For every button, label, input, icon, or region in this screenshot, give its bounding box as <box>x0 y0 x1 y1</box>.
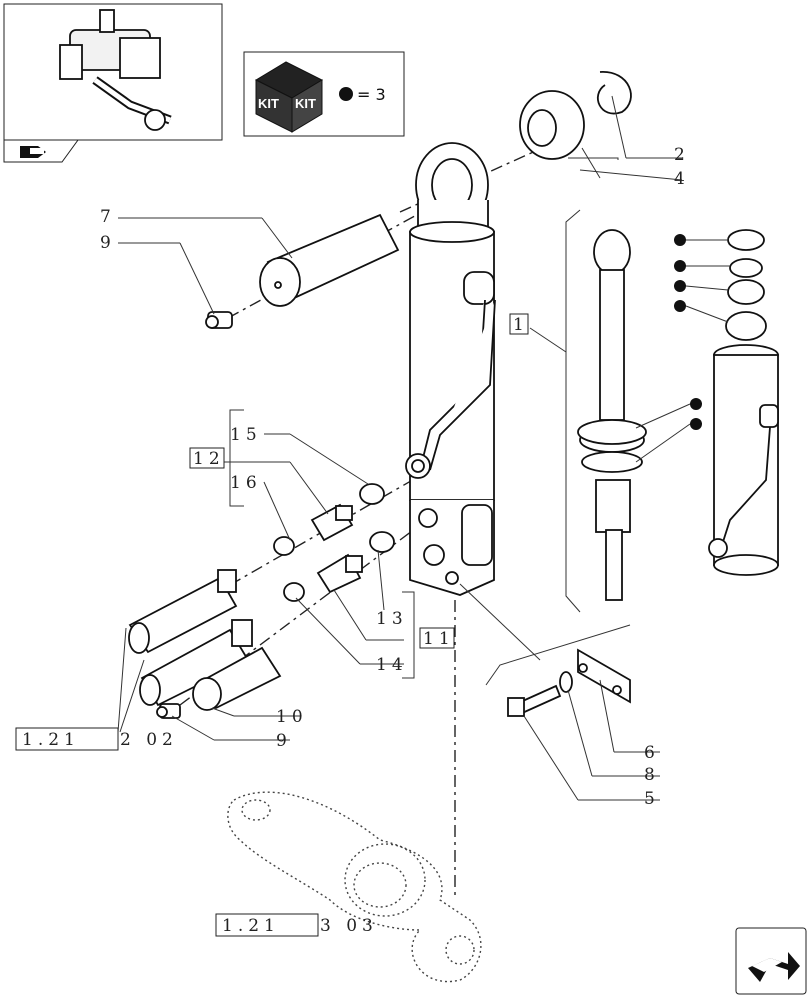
pin-part-10[interactable] <box>192 646 282 711</box>
reference-labels: 2 4 7 9 1 15 12 16 13 11 14 10 9 6 8 5 <box>100 145 690 809</box>
upper-port-axis-line <box>229 469 431 586</box>
ref-4-label: 4 <box>674 169 690 189</box>
cylinder-barrel[interactable] <box>708 344 779 576</box>
bolt-group-bracket <box>485 624 631 686</box>
cross-ref-b-suffix: 3 03 <box>320 916 378 936</box>
bullet-dot-icon <box>674 234 686 246</box>
piston-rod-assembly[interactable] <box>579 229 645 601</box>
cross-ref-hoses[interactable]: 1.21 2 02 <box>15 727 178 751</box>
previous-page-icon[interactable] <box>3 139 79 163</box>
cross-ref-a-suffix: 2 02 <box>120 730 178 750</box>
grease-nipple-part-9-bottom[interactable] <box>156 703 181 719</box>
seal-ring-1[interactable] <box>577 419 647 445</box>
bullet-dot-icon <box>674 260 686 272</box>
circlip-part-2[interactable] <box>596 71 632 115</box>
pin-part-7[interactable] <box>259 213 400 307</box>
washer-part-13[interactable] <box>369 531 395 553</box>
ref-12-label: 12 <box>193 449 225 469</box>
washer-part-15[interactable] <box>359 483 385 505</box>
kit-seal-4[interactable] <box>725 311 767 341</box>
lift-arm-reference <box>227 791 482 983</box>
ref-1-leader <box>529 327 567 353</box>
cross-ref-a-box <box>15 727 119 751</box>
hydraulic-hose-upper[interactable] <box>128 569 238 654</box>
ref-16-label: 16 <box>230 473 262 493</box>
ref-1-label: 1 <box>513 315 529 335</box>
ref-13-label: 13 <box>376 609 408 629</box>
kit-word-1: KIT <box>258 96 279 111</box>
ref-5-label: 5 <box>644 789 660 809</box>
ref-9-bottom-label: 9 <box>276 731 292 751</box>
ref-8-label: 8 <box>644 765 660 785</box>
assembly-thumbnail-icon <box>59 9 172 131</box>
next-page-icon[interactable] <box>735 927 807 995</box>
kit-seal-3[interactable] <box>727 279 765 305</box>
ref-7-label: 7 <box>100 207 116 227</box>
kit-seal-2[interactable] <box>729 258 763 278</box>
washer-part-8[interactable] <box>559 671 573 693</box>
thumbnail-panel[interactable] <box>3 3 223 141</box>
kit-legend: KIT KIT = 3 <box>243 51 405 137</box>
kit-word-2: KIT <box>295 96 316 111</box>
cross-ref-lift-arm[interactable]: 1.21 3 03 <box>215 913 378 937</box>
kit-box-icon: KIT KIT <box>254 61 324 133</box>
ref-2-label: 2 <box>674 145 690 165</box>
ref-10-label: 10 <box>276 707 308 727</box>
ref-1-brace <box>565 209 581 613</box>
ref-6-label: 6 <box>644 743 660 763</box>
bullet-dot-icon <box>674 300 686 312</box>
ref-11-label: 11 <box>423 629 455 649</box>
o-ring-part-16[interactable] <box>273 536 295 556</box>
cross-ref-b-number: 1.21 <box>222 916 280 936</box>
ref-11-box <box>419 627 455 649</box>
bushing-part-4[interactable] <box>519 90 585 160</box>
union-part-12-upper[interactable] <box>310 503 354 542</box>
bullet-dot-icon <box>690 398 702 410</box>
plate-part-6[interactable] <box>577 648 631 704</box>
ref-9-top-label: 9 <box>100 233 116 253</box>
kit-legend-text: = 3 <box>357 85 386 104</box>
lift-cylinder[interactable] <box>405 142 496 596</box>
ref-15-label: 15 <box>230 425 262 445</box>
ref-14-label: 14 <box>376 655 408 675</box>
bullet-dot-icon <box>674 280 686 292</box>
leader-lines <box>117 95 683 801</box>
ref-11-brace <box>402 591 415 679</box>
bullet-dot-icon <box>690 418 702 430</box>
bolt-part-5[interactable] <box>507 684 562 717</box>
seal-ring-2[interactable] <box>581 451 643 473</box>
bullet-dot-icon <box>339 87 353 101</box>
cross-ref-a-number: 1.21 <box>22 730 80 750</box>
grease-nipple-part-9-top[interactable] <box>205 311 233 329</box>
ref-12-brace <box>229 409 244 507</box>
kit-bullets <box>635 234 730 463</box>
o-ring-part-14[interactable] <box>283 582 305 602</box>
kit-seal-1[interactable] <box>727 229 765 251</box>
cross-ref-b-box <box>215 913 319 937</box>
union-part-11-lower[interactable] <box>316 553 363 594</box>
ref-1-box <box>509 313 529 335</box>
ref-12-box <box>189 447 225 469</box>
